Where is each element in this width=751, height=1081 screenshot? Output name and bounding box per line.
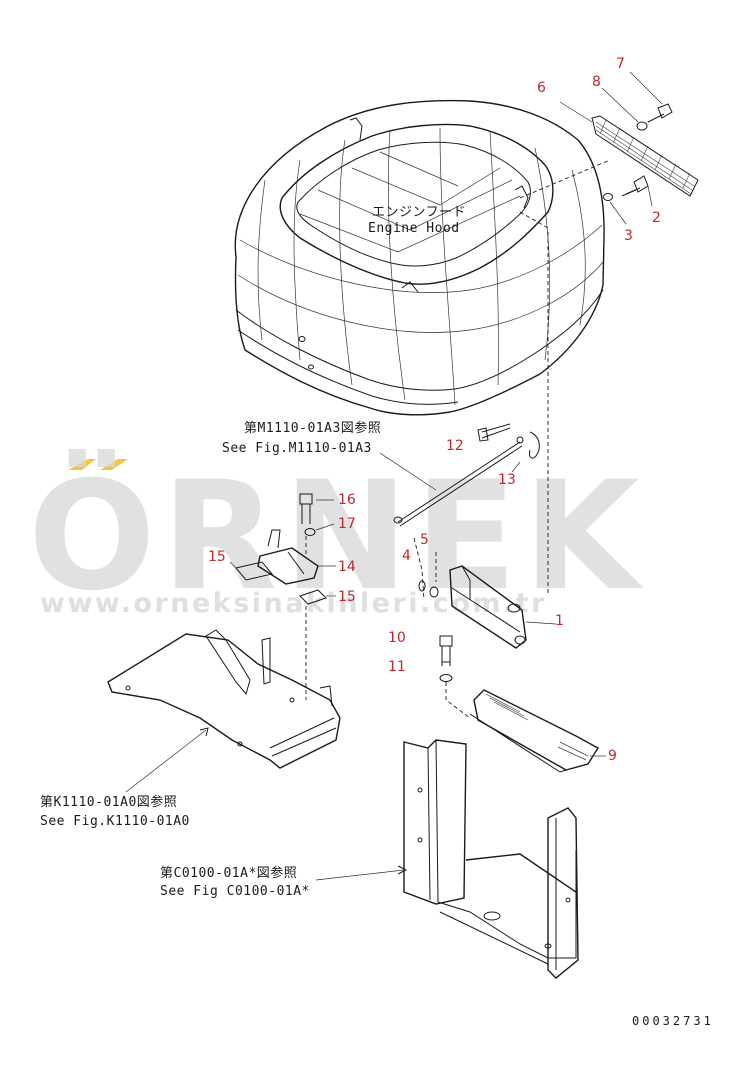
part-number-3: 3: [624, 228, 633, 244]
part-number-12: 12: [446, 438, 464, 454]
hinge-bracket: [413, 537, 557, 649]
reference-k1110-en: See Fig.K1110-01A0: [40, 814, 190, 829]
part-number-14: 14: [338, 559, 356, 575]
reference-m1110-jp: 第M1110-01A3図参照: [244, 420, 381, 436]
reference-k1110: 第K1110-01A0図参照 See Fig.K1110-01A0: [40, 794, 190, 829]
watermark-url: www.orneksinakinleri.com.tr: [40, 588, 547, 619]
hood-hole: [308, 364, 314, 370]
part-number-9: 9: [608, 748, 617, 764]
part-number-4: 4: [402, 548, 411, 564]
reference-c0100: 第C0100-01A*図参照 See Fig C0100-01A*: [160, 865, 310, 899]
grille: [559, 101, 699, 197]
bolt-7: [629, 71, 673, 123]
part-numbers: 1 2 3 4 5 6 7 8 9 10 11 12 13 14 15 15 1…: [208, 56, 661, 764]
part-number-15b: 15: [338, 589, 356, 605]
part-number-16: 16: [338, 492, 356, 508]
reference-c0100-en: See Fig C0100-01A*: [160, 884, 310, 899]
bolt-2: [621, 175, 653, 207]
latch-plate-9: [469, 689, 606, 773]
bracket-14: [257, 529, 336, 585]
reference-c0100-jp: 第C0100-01A*図参照: [160, 865, 297, 881]
document-number: 00032731: [632, 1014, 714, 1028]
washer-5: [429, 586, 439, 598]
watermark: ÖRNEK www.orneksinakinleri.com.tr: [28, 448, 645, 624]
watermark-accent-right: [100, 459, 128, 470]
hood-stay-rod: [379, 436, 524, 527]
bolt-10: [439, 635, 453, 666]
watermark-brand: ÖRNEK: [28, 448, 645, 624]
frame-pillar: [315, 739, 579, 979]
part-number-5: 5: [420, 532, 429, 548]
clip-13: [511, 431, 540, 473]
engine-hood-label-en: Engine Hood: [368, 221, 460, 236]
floor-panel: [107, 629, 341, 793]
engine-hood: [234, 99, 611, 595]
engine-hood-label-jp: エンジンフード: [372, 205, 466, 220]
reference-m1110-en: See Fig.M1110-01A3: [222, 441, 372, 456]
shim-15b: [299, 589, 336, 700]
reference-k1110-jp: 第K1110-01A0図参照: [40, 794, 177, 810]
reference-m1110: 第M1110-01A3図参照 See Fig.M1110-01A3: [222, 420, 381, 456]
part-number-1: 1: [555, 613, 564, 629]
washer-3: [603, 193, 627, 225]
pin-12: [477, 423, 511, 442]
watermark-accent-left: [68, 459, 96, 470]
part-number-10: 10: [388, 630, 406, 646]
part-number-2: 2: [652, 210, 661, 226]
part-number-8: 8: [592, 74, 601, 90]
part-number-7: 7: [616, 56, 625, 72]
part-number-15a: 15: [208, 549, 226, 565]
part-number-13: 13: [498, 472, 516, 488]
hood-hole: [298, 336, 306, 342]
washer-8: [601, 87, 648, 131]
part-number-17: 17: [338, 516, 356, 532]
shim-15a: [229, 561, 273, 581]
washer-11: [439, 674, 471, 719]
washer-4: [418, 580, 426, 592]
part-number-6: 6: [537, 80, 546, 96]
bolt-16: [299, 493, 334, 524]
washer-17: [304, 523, 335, 556]
part-number-11: 11: [388, 659, 406, 675]
engine-hood-label: エンジンフード Engine Hood: [368, 205, 466, 236]
